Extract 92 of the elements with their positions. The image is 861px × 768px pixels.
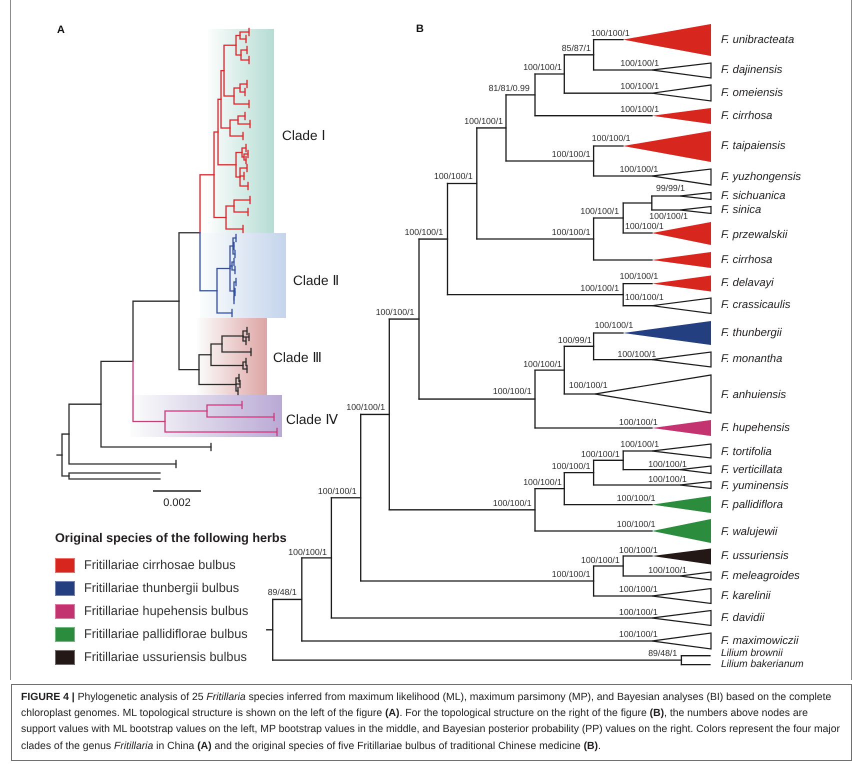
taxon-label: F. crassicaulis [721, 299, 790, 312]
support-value: 100/100/1 [619, 418, 658, 428]
support-value: 100/100/1 [552, 228, 590, 238]
taxon-label: F. meleagroides [721, 570, 800, 582]
support-value: 100/100/1 [404, 228, 444, 238]
taxon-label: F. cirrhosa [721, 254, 772, 266]
support-value: 100/100/1 [619, 630, 658, 640]
taxon-label: F. ussuriensis [721, 550, 789, 562]
support-value: 100/100/1 [464, 117, 503, 127]
taxon-label: F. tortifolia [721, 446, 772, 458]
support-value: 85/87/1 [562, 44, 591, 54]
taxon-label: F. thunbergii [721, 326, 782, 340]
support-value: 100/100/1 [625, 293, 664, 303]
support-value: 100/100/1 [581, 450, 620, 460]
taxon-label: F. anhuiensis [721, 388, 786, 402]
support-value: 100/100/1 [523, 63, 562, 73]
support-value: 100/100/1 [619, 584, 658, 594]
taxon-label: F. walujewii [721, 526, 778, 538]
support-value: 100/100/1 [625, 222, 664, 232]
support-value: 100/100/1 [619, 546, 658, 556]
support-value: 100/100/1 [552, 462, 590, 472]
taxon-label: F. verticillata [721, 464, 782, 476]
support-value: 100/100/1 [492, 499, 532, 509]
figure-caption: FIGURE 4 | Phylogenetic analysis of 25 Fritillaria species inferred from maximum likelihood (ML), maximum parsimony (MP), and Bayesian analyses (BI) based on the complete chloroplast genomes. ML topological structure is shown on the left of the figure (A). For the topological structure on the right of the figure (B), the numbers above nodes are support values with ML bootstrap values on the left, MP bootstrap values in the middle, and Bayesian posterior probability (PP) values on the right. Colors represent the four major clades of the genus Fritillaria in China (A) and the original species of five Fritillariae bulbus of traditional Chinese medicine (B). [11, 684, 852, 761]
support-value: 100/100/1 [523, 360, 562, 370]
taxon-label: F. delavayi [721, 277, 774, 290]
support-value: 100/100/1 [592, 134, 630, 144]
support-value: 100/100/1 [318, 486, 357, 496]
taxon-label: F. maximowiczii [721, 634, 798, 648]
support-value: 100/100/1 [620, 58, 660, 68]
support-value: 100/100/1 [580, 284, 620, 294]
support-value: 100/100/1 [620, 104, 660, 114]
taxon-label: F. taipaiensis [721, 140, 786, 154]
support-value: 100/100/1 [648, 460, 687, 470]
taxon-label: F. dajinensis [721, 64, 782, 76]
support-value: 100/99/1 [558, 336, 592, 346]
taxon-label: F. przewalskii [721, 228, 788, 242]
taxon-label: Lilium brownii [721, 648, 783, 660]
support-value: 100/100/1 [594, 321, 634, 331]
taxon-label: F. sichuanica [721, 190, 786, 202]
clade-label: Clade Ⅱ [293, 273, 340, 289]
support-value: 100/100/1 [581, 556, 620, 566]
taxon-label: F. hupehensis [721, 422, 790, 434]
support-value: 100/100/1 [619, 608, 658, 618]
taxon-label: Lilium bakerianum [721, 658, 804, 670]
support-value: 100/100/1 [434, 172, 473, 182]
legend-label: Fritillariae pallidiflorae bulbus [84, 626, 248, 642]
legend-title: Original species of the following herbs [55, 530, 287, 546]
legend-label: Fritillariae cirrhosae bulbus [84, 557, 236, 573]
support-value: 100/100/1 [616, 520, 656, 530]
legend-label: Fritillariae thunbergii bulbus [84, 580, 240, 596]
support-value: 100/100/1 [620, 82, 660, 92]
support-value: 100/100/1 [492, 386, 532, 396]
support-value: 100/100/1 [580, 207, 620, 217]
clade-label: Clade Ⅳ [286, 412, 338, 428]
taxon-label: F. davidii [721, 612, 764, 624]
support-value: 100/100/1 [620, 440, 660, 450]
scale-label: 0.002 [163, 496, 191, 510]
legend-label: Fritillariae ussuriensis bulbus [84, 649, 247, 665]
taxon-label: F. monantha [721, 352, 782, 366]
clade-label: Clade Ⅲ [273, 350, 322, 366]
taxon-label: F. pallidiflora [721, 498, 783, 512]
support-value: 100/100/1 [523, 478, 562, 488]
taxon-label: F. yuzhongensis [721, 170, 802, 184]
taxon-label: F. cirrhosa [721, 110, 772, 123]
support-value: 100/100/1 [346, 402, 386, 412]
support-value: 100/100/1 [376, 308, 414, 318]
support-value: 100/100/1 [648, 474, 687, 484]
taxon-label: F. omeiensis [721, 87, 783, 100]
taxon-label: F. karelinii [721, 590, 771, 602]
support-value: 100/100/1 [616, 494, 656, 504]
support-value: 99/99/1 [656, 184, 685, 194]
support-value: 100/100/1 [552, 150, 590, 160]
support-value: 81/81/0.99 [488, 84, 530, 94]
support-value: 89/48/1 [648, 649, 678, 659]
support-value: 100/100/1 [568, 380, 608, 390]
taxon-label: F. yuminensis [721, 480, 789, 492]
support-value: 100/100/1 [618, 350, 656, 360]
support-value: 100/100/1 [552, 570, 590, 580]
legend-label: Fritillariae hupehensis bulbus [84, 603, 248, 619]
support-value: 89/48/1 [268, 588, 297, 598]
support-value: 100/100/1 [648, 566, 687, 576]
taxon-label: F. sinica [721, 204, 762, 216]
taxon-label: F. unibracteata [721, 34, 794, 46]
support-value: 100/100/1 [649, 212, 688, 222]
panel-letter: A [57, 24, 65, 36]
support-value: 100/100/1 [620, 272, 658, 282]
support-value: 100/100/1 [620, 165, 658, 175]
support-value: 100/100/1 [288, 548, 327, 558]
panel-letter: B [416, 22, 424, 35]
clade-label: Clade Ⅰ [282, 128, 326, 144]
support-value: 100/100/1 [591, 28, 630, 38]
